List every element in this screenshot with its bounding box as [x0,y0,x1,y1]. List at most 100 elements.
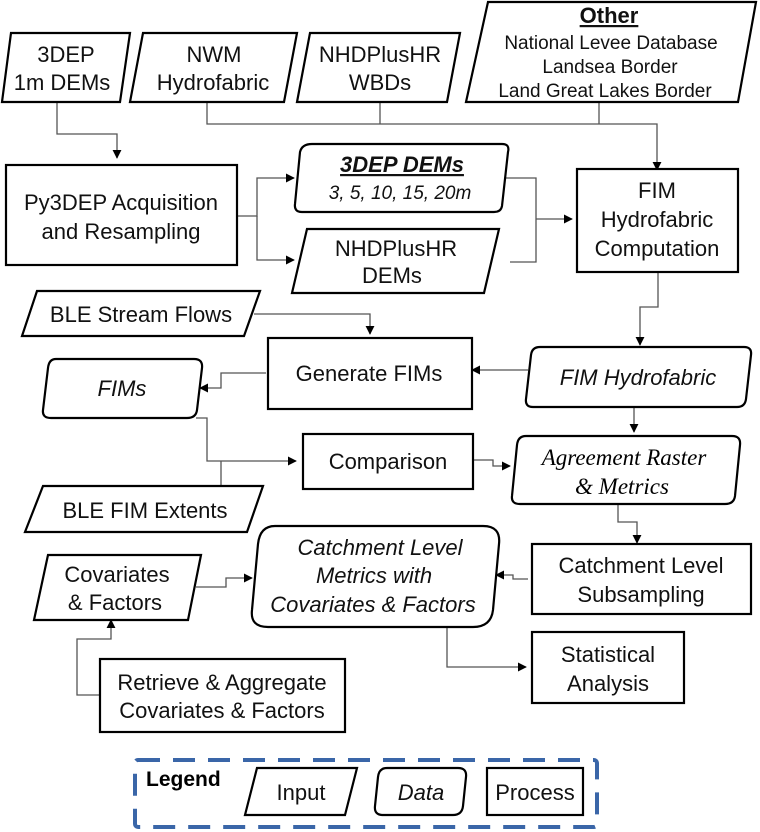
legend: Legend Input Data Process [133,758,599,829]
node-label-line: Statistical [561,642,655,667]
node-label-line: Retrieve & Aggregate [117,670,326,695]
node-label-line: 1m DEMs [14,70,111,95]
edge-inputs-bus-to-fimcomp [206,102,662,171]
node-label-line: Analysis [567,671,649,696]
node-label-line: Generate FIMs [296,361,443,386]
node-ble-stream-flows: BLE Stream Flows [20,289,262,338]
legend-item-process: Process [485,766,585,817]
process-shape [575,167,740,274]
node-catchment-subsampling: Catchment Level Subsampling [530,542,753,616]
input-shape [32,553,203,622]
input-shape [464,0,758,104]
edge-fimcomp-to-fimhydro [635,272,659,346]
node-label-line: National Levee Database [504,33,717,54]
data-shape [524,345,753,409]
data-shape [373,766,468,817]
legend-frame [133,758,599,829]
legend-item-label: Process [495,780,574,805]
edge-retrieve-to-covariates [76,619,116,696]
node-covariates-factors: Covariates & Factors [32,553,203,622]
node-agreement-raster-metrics: Agreement Raster & Metrics [510,434,742,506]
node-label-line: Land Great Lakes Border [498,81,712,102]
node-label-line: Py3DEP Acquisition [24,190,218,215]
node-heading: Other [580,3,639,28]
input-shape [23,484,265,534]
node-label-line: BLE Stream Flows [50,302,232,327]
node-retrieve-aggregate: Retrieve & Aggregate Covariates & Factor… [98,657,347,734]
node-label-line: 3DEP [37,42,94,67]
process-shape [98,657,347,734]
legend-title: Legend [146,768,221,791]
process-shape [485,766,585,817]
edge-3dep1m-to-py3dep [56,102,122,159]
process-shape [530,542,753,616]
data-shape [293,142,510,214]
edge-genfims-to-fims [199,372,266,393]
node-label-line: & Factors [68,590,162,615]
edge-nhddems-to-merge [506,177,537,263]
node-heading: 3DEP DEMs [340,152,464,177]
node-label-line: Comparison [329,449,448,474]
node-label-line: Catchment Level [558,553,723,578]
node-label-line: NHDPlusHR [335,236,457,261]
node-3dep-dems: 3DEP DEMs 3, 5, 10, 15, 20m [293,142,510,214]
node-comparison: Comparison [301,432,475,491]
connectors [56,102,662,696]
node-other-inputs: Other National Levee Database Landsea Bo… [464,0,758,104]
input-shape [0,31,132,104]
process-shape [530,630,686,705]
node-fim-hydrofabric: FIM Hydrofabric [524,345,753,409]
node-label-line: 3, 5, 10, 15, 20m [329,183,472,204]
input-shape [243,766,359,817]
node-py3dep-acquisition: Py3DEP Acquisition and Resampling [4,163,239,267]
node-label-line: FIM Hydrofabric [560,365,716,390]
node-generate-fims: Generate FIMs [266,336,474,411]
node-label-line: WBDs [349,70,411,95]
process-shape [266,336,474,411]
node-fim-hydrofabric-computation: FIM Hydrofabric Computation [575,167,740,274]
legend-item-label: Data [398,780,444,805]
node-label-line: Hydrofabric [601,207,713,232]
edge-py3dep-to-nhddems [256,216,295,265]
node-label-line: Agreement Raster [540,445,708,470]
node-label-line: Covariates & Factors [270,592,475,617]
edge-comparison-to-agreement [473,459,511,471]
node-nhdplushr-dems: NHDPlusHR DEMs [290,227,501,295]
node-label-line: Computation [595,236,720,261]
process-shape [301,432,475,491]
node-label-line: DEMs [362,263,422,288]
data-shape [510,434,742,506]
data-shape [41,357,204,420]
node-label-line: & Metrics [575,474,669,499]
node-label-line: BLE FIM Extents [62,498,227,523]
edge-catchmetrics-to-stats [446,627,527,672]
process-shape [4,163,239,267]
input-shape [295,31,462,104]
edge-py3dep-to-3depdems [236,173,295,217]
node-label-line: Landsea Border [542,57,678,78]
edge-agreement-to-catchsub [617,505,642,544]
node-label-line: Hydrofabric [157,70,269,95]
node-label-line: Subsampling [577,582,704,607]
edge-covariates-to-catchmetrics [196,573,253,588]
node-nwm-hydrofabric: NWM Hydrofabric [128,31,299,104]
node-3dep-1m-dems: 3DEP 1m DEMs [0,31,132,104]
data-shape [250,524,501,629]
legend-item-data: Data [373,766,468,817]
node-label-line: and Resampling [42,219,201,244]
input-shape [128,31,299,104]
legend-item-input: Input [243,766,359,817]
node-ble-fim-extents: BLE FIM Extents [23,484,265,534]
node-label-line: FIMs [98,376,147,401]
node-label-line: Covariates [64,562,169,587]
node-fims: FIMs [41,357,204,420]
node-label-line: NWM [187,42,242,67]
node-nhdplushr-wbds: NHDPlusHR WBDs [295,31,462,104]
node-label-line: NHDPlusHR [319,42,441,67]
edge-fims-to-comparison [196,417,297,466]
node-label-line: Covariates & Factors [119,698,324,723]
node-statistical-analysis: Statistical Analysis [530,630,686,705]
input-shape [290,227,501,295]
node-label-line: Catchment Level [297,535,463,560]
